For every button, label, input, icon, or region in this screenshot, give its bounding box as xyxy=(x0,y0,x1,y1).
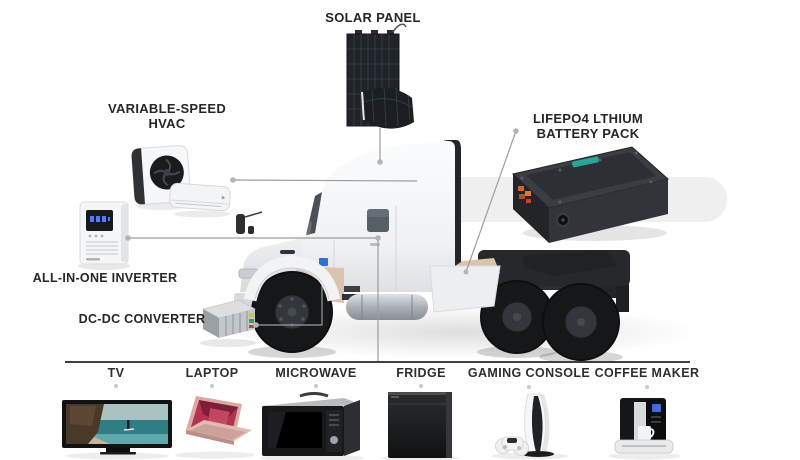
gaming-console-image xyxy=(492,393,568,460)
hvac-callout-line xyxy=(232,179,418,182)
appliance-label-microwave: MICROWAVE xyxy=(275,366,357,380)
dc-dc-converter-image xyxy=(200,299,256,347)
inverter-image xyxy=(78,201,130,270)
solar-panel-label: SOLAR PANEL xyxy=(325,10,421,25)
appliance-label-fridge: FRIDGE xyxy=(396,366,446,380)
battery-callout-line xyxy=(465,130,517,273)
callout-dots xyxy=(125,128,519,328)
solar-panel-image xyxy=(346,23,414,129)
laptop-image xyxy=(175,396,255,459)
appliance-label-laptop: LAPTOP xyxy=(185,366,239,380)
dcdc-callout-line xyxy=(256,286,323,326)
hvac-label-line2: HVAC xyxy=(148,116,186,131)
microwave-image xyxy=(260,392,364,460)
battery-terminals xyxy=(518,186,531,203)
battery-label-line1: LIFEPO4 LTHIUM xyxy=(532,111,644,126)
appliance-label-coffee-maker: COFFEE MAKER xyxy=(594,366,700,380)
battery-pack-image xyxy=(511,146,670,243)
battery-logo-mark xyxy=(572,156,599,168)
appliance-label-gaming-console: GAMING CONSOLE xyxy=(467,366,591,380)
game-controller xyxy=(495,436,529,456)
rear-wheels xyxy=(477,280,623,363)
coffee-maker-image xyxy=(609,398,681,460)
hvac-image xyxy=(131,145,231,218)
tv-image xyxy=(62,400,172,460)
mini-split-image xyxy=(169,182,231,212)
battery-label-line2: BATTERY PACK xyxy=(536,126,640,141)
hvac-label-line1: VARIABLE-SPEED xyxy=(107,101,227,116)
truck-illustration xyxy=(234,140,630,363)
callout-lines xyxy=(128,128,517,361)
appliance-label-dots xyxy=(114,384,649,389)
appliance-label-tv: TV xyxy=(107,366,125,380)
fridge-image xyxy=(382,392,458,460)
battery-pack-label: LIFEPO4 LTHIUM BATTERY PACK xyxy=(533,111,643,141)
inverter-label: ALL-IN-ONE INVERTER xyxy=(32,271,178,285)
front-wheel xyxy=(248,271,336,358)
hvac-label: VARIABLE-SPEED HVAC xyxy=(108,101,226,131)
dc-dc-converter-label: DC-DC CONVERTER xyxy=(78,312,206,326)
